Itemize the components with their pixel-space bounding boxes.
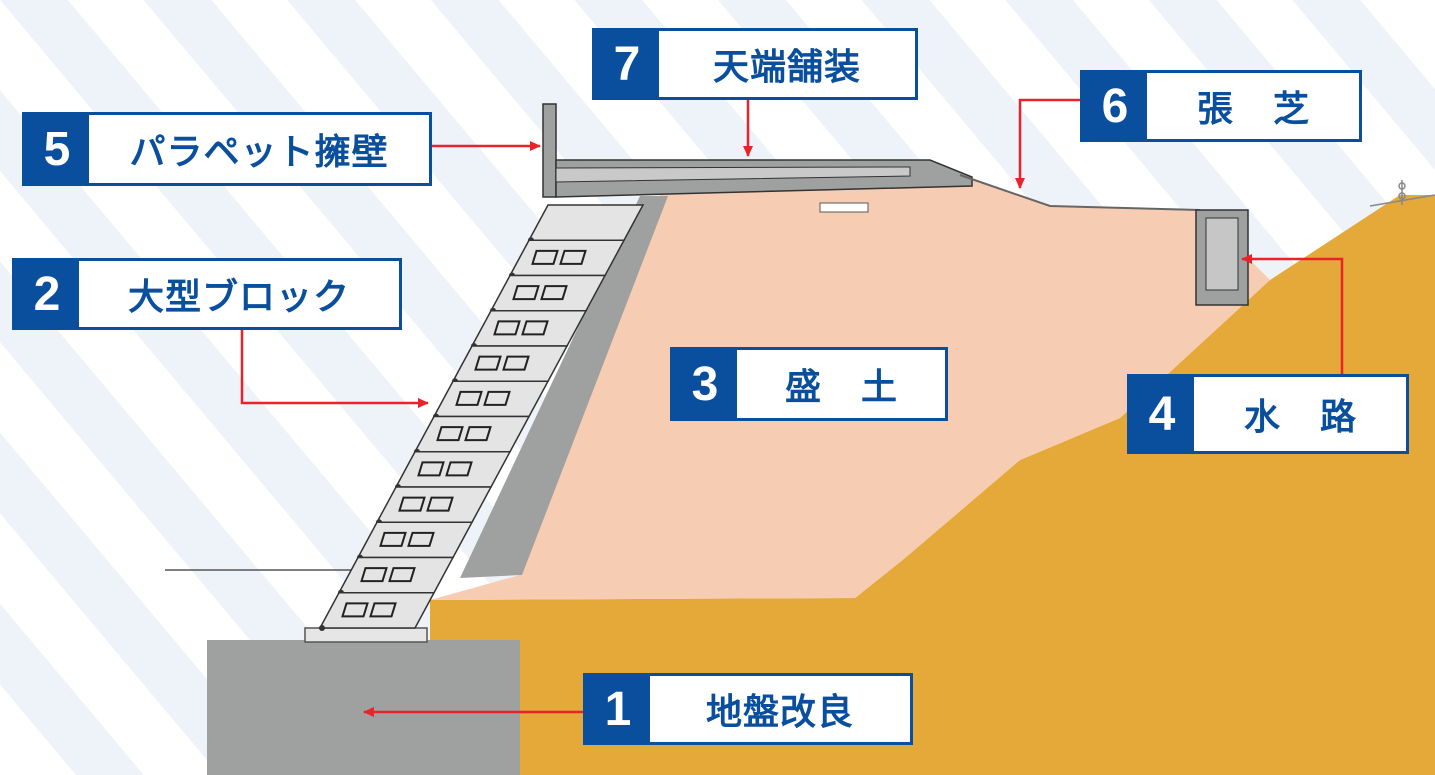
block-cell [483,390,511,406]
callout-label: 大型ブロック [127,277,350,318]
large-block [527,204,645,241]
callout-number: 5 [25,115,89,183]
turf-slope [959,174,1201,211]
callout-label: 地盤改良 [705,692,854,733]
block-cell [360,567,388,583]
block-cell [540,285,568,301]
block-cell [531,249,559,265]
block-cell [388,567,416,583]
callout-number: 4 [1130,377,1194,451]
block-cell [521,320,549,336]
callout-number: 6 [1083,73,1147,139]
callout-crown-paving: 7 天端舗装 [592,28,918,100]
leader-arrows [240,98,1344,717]
large-block-stack [318,204,645,631]
callout-waterway: 4 水路 [1127,374,1409,454]
large-block [413,415,531,453]
large-block [375,486,493,523]
drain-pipe [819,202,869,213]
block-cell [407,531,435,547]
block-cell [341,602,369,618]
arrow-waterway [1241,254,1344,374]
callout-label: パラペット擁壁 [129,132,389,173]
arrow-turf [1015,98,1080,189]
block-cell [379,531,407,547]
large-block [394,451,512,488]
block-cell [502,355,530,371]
callout-label: 盛土 [784,367,937,408]
block-cell [369,602,397,618]
backfill-wedge [460,196,668,578]
callout-large-block: 2 大型ブロック [12,258,402,330]
callout-embankment: 3 盛土 [670,347,948,421]
block-cell [417,461,445,477]
block-cell [512,285,540,301]
callout-ground-improvement: 1 地盤改良 [583,673,913,745]
parapet-wall [542,103,557,198]
block-cell [464,426,492,442]
crown-paving-top [555,166,911,183]
ground-improvement-block [207,640,520,775]
large-block [508,239,626,277]
block-cell [436,426,464,442]
arrow-block [240,330,429,408]
natural-ground [430,195,1435,775]
callout-label: 張芝 [1196,89,1349,130]
large-block [318,592,436,629]
block-cell [493,320,521,336]
block-cell [426,496,454,512]
block-cell [445,461,473,477]
large-block [337,556,455,594]
callout-label: 水路 [1243,397,1396,438]
callout-number: 2 [15,261,79,327]
waterway-channel [1195,209,1249,306]
large-block [432,380,550,418]
large-block [451,345,569,382]
callout-number: 1 [586,676,650,742]
large-block [470,310,588,347]
callout-turfing: 6 張芝 [1080,70,1362,142]
block-cell [398,496,426,512]
large-block [356,521,474,559]
callout-label: 天端舗装 [712,47,861,88]
callout-number: 7 [595,31,659,97]
callout-parapet-wall: 5 パラペット擁壁 [22,112,432,186]
block-cell [474,355,502,371]
callout-number: 3 [673,350,737,418]
block-joint [319,625,325,631]
large-block [489,274,607,312]
fence-post [1369,180,1435,207]
block-cell [455,390,483,406]
block-cell [559,249,587,265]
